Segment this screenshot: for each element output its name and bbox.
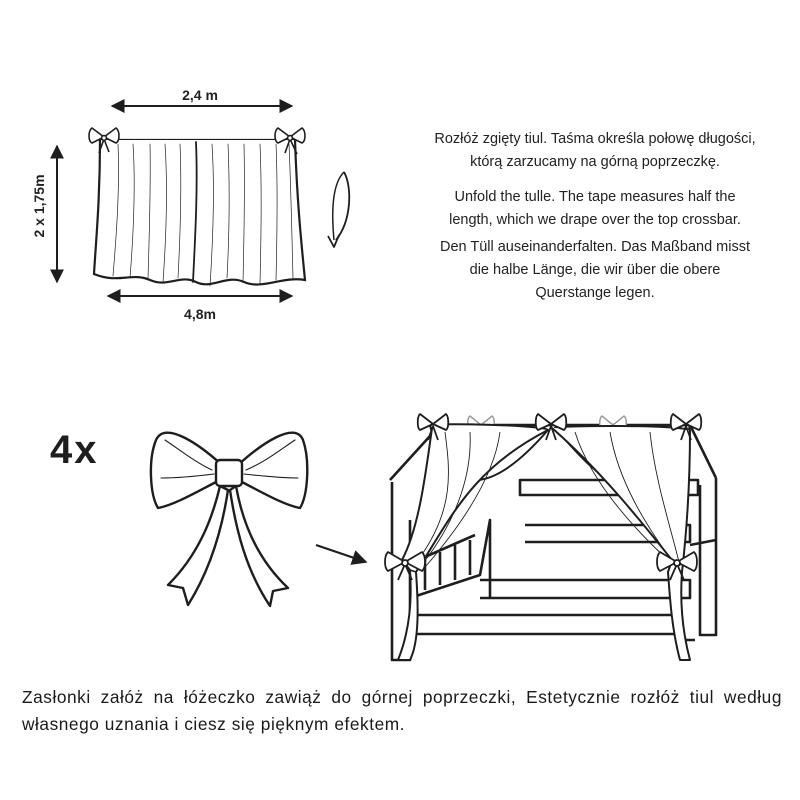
arrow-right-icon [315,543,368,565]
footer-instruction: Zasłonki załóż na łóżeczko zawiąż do gór… [22,687,782,734]
instruction-de-line: die halbe Länge, die wir über die obere [469,262,721,278]
bottom-width-label: 4,8m [184,306,216,322]
corner-bow-left-icon [88,127,120,154]
instruction-polish: Rozłóż zgięty tiul. Taśma określa połowę… [385,128,800,174]
tulle-curtain-drawing [92,138,307,287]
instruction-pl-line: którą zarzucamy na górną poprzeczkę. [470,154,720,170]
corner-bow-right-icon [274,127,306,155]
crossbar-bows-icon [416,413,703,441]
top-width-label: 2,4 m [182,87,218,103]
instruction-de-line: Den Tüll auseinanderfalten. Das Maßband … [439,239,751,255]
tulle-dimension-diagram: 2,4 m 2 x 1,75m 4,8m [31,87,351,322]
instruction-english: Unfold the tulle. The tape measures half… [385,186,800,232]
bow-icon [149,431,309,608]
instruction-en-line: length, which we drape over the top cros… [449,212,741,228]
instruction-de-line: Querstange legen. [535,285,655,301]
bow-count-label: 4x [50,428,99,472]
bed-curtains [397,423,691,661]
bed-assembly-diagram [149,413,718,662]
instruction-pl-line: Rozłóż zgięty tiul. Taśma określa połowę… [434,131,756,147]
instruction-german: Den Tüll auseinanderfalten. Das Maßband … [385,236,800,305]
tieback-bows-icon [384,551,698,581]
curved-arrow-icon [335,171,351,241]
height-label: 2 x 1,75m [31,174,47,237]
instruction-en-line: Unfold the tulle. The tape measures half… [454,189,736,205]
